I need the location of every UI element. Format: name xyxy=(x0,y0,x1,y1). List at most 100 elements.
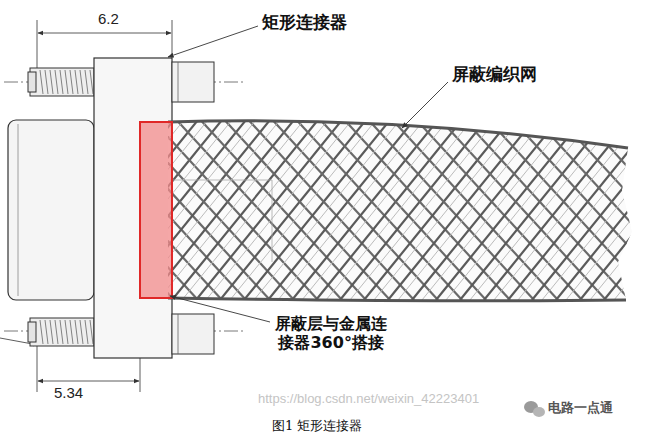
braid-strand xyxy=(182,115,332,300)
shield-lap-zone xyxy=(140,122,172,298)
braid-strand xyxy=(28,115,178,300)
braid-strand xyxy=(340,115,490,300)
thread-stroke xyxy=(50,70,53,94)
thread-stroke xyxy=(85,70,88,94)
dimension-line xyxy=(38,381,139,382)
braid-strand xyxy=(0,115,92,300)
part-name: 屏蔽编织网 xyxy=(452,64,537,84)
figure-caption: 图1 矩形连接器 xyxy=(272,418,362,434)
braid-strand xyxy=(316,115,466,300)
braid-strand xyxy=(0,115,106,300)
braid-strand xyxy=(196,115,346,300)
braid-strand xyxy=(0,115,78,300)
watermark: https://blog.csdn.net/weixin_42223401 xyxy=(258,391,479,407)
braid-strand xyxy=(0,115,102,300)
braid-strand xyxy=(134,115,284,300)
extension-line xyxy=(172,20,173,58)
braid-strand xyxy=(0,115,126,300)
thread-stroke xyxy=(65,320,68,344)
braid-strand xyxy=(0,115,150,300)
braid-strand xyxy=(38,115,188,300)
mounting-post xyxy=(172,62,214,102)
braid-strand xyxy=(172,115,322,300)
thread-stroke xyxy=(85,320,88,344)
braid-strand xyxy=(326,115,476,300)
braid-strand xyxy=(350,115,500,300)
braid-strand xyxy=(86,115,236,300)
screw xyxy=(28,68,94,346)
thread-stroke xyxy=(40,320,43,344)
braid-strand xyxy=(244,115,394,300)
braid-edge xyxy=(168,298,626,301)
braid-strand xyxy=(412,115,562,300)
braid-strand xyxy=(292,115,442,300)
thread-stroke xyxy=(60,70,63,94)
braid-strand xyxy=(28,115,198,300)
braid-strand xyxy=(460,115,630,300)
shield-braid xyxy=(0,115,647,300)
braid-strand xyxy=(0,115,68,300)
connector-flange xyxy=(94,58,172,358)
thread-stroke xyxy=(55,70,58,94)
braid-strand xyxy=(388,115,538,300)
braid-strand xyxy=(494,115,644,300)
braid-strand xyxy=(0,115,130,300)
receptacle-body xyxy=(8,120,94,300)
leader-line xyxy=(170,296,270,322)
thread-stroke xyxy=(40,70,43,94)
thread-stroke xyxy=(70,320,73,344)
note-text: 屏蔽层与金属连接器360°搭接 xyxy=(272,314,390,352)
braid-strand xyxy=(62,115,212,300)
braid-strand xyxy=(374,115,524,300)
mounting-post xyxy=(172,314,214,354)
braid-strand xyxy=(604,115,647,300)
thread-stroke xyxy=(90,70,93,94)
braid-strand xyxy=(100,115,250,300)
braid-strand xyxy=(638,115,647,300)
braid-strand xyxy=(436,115,586,300)
extension-line xyxy=(37,20,38,68)
braid-strand xyxy=(4,115,174,300)
braid-strand xyxy=(628,115,647,300)
body-edge xyxy=(18,124,19,296)
watermark: 电路一点通 xyxy=(548,400,613,416)
braid-strand xyxy=(0,115,116,300)
braid-strand xyxy=(76,115,226,300)
braid-strand xyxy=(124,115,274,300)
braid-strand xyxy=(206,115,356,300)
leader-line xyxy=(402,82,448,128)
braid-strand xyxy=(446,115,596,300)
extension-line xyxy=(37,346,38,392)
thread-stroke xyxy=(50,320,53,344)
braid-edge xyxy=(168,121,628,148)
thread-stroke xyxy=(80,320,83,344)
braid-strand xyxy=(628,115,647,300)
screw-thread xyxy=(40,70,93,344)
braid-strand xyxy=(614,115,647,300)
dimension-line xyxy=(38,33,171,34)
thread-stroke xyxy=(55,320,58,344)
dimension-text: 6.2 xyxy=(98,10,119,28)
braid-strand xyxy=(230,115,380,300)
wechat-icon xyxy=(524,401,545,417)
braid-strand xyxy=(422,115,572,300)
thread-stroke xyxy=(65,70,68,94)
braid-strand xyxy=(4,115,154,300)
braid-strand xyxy=(158,115,308,300)
braid-strand xyxy=(302,115,452,300)
braid-strand xyxy=(0,115,140,300)
thread-stroke xyxy=(45,320,48,344)
braid-strand xyxy=(254,115,404,300)
braid-strand xyxy=(604,115,647,300)
extension-line xyxy=(140,358,141,392)
braid-strand xyxy=(484,115,634,300)
part-name: 矩形连接器 xyxy=(262,12,347,32)
braid-strand xyxy=(484,115,647,300)
braid-strand xyxy=(0,115,58,300)
braid-strand xyxy=(278,115,428,300)
braid-strand xyxy=(220,115,370,300)
thread-stroke xyxy=(70,70,73,94)
braid-strand xyxy=(364,115,514,300)
braid-strand xyxy=(110,115,260,300)
